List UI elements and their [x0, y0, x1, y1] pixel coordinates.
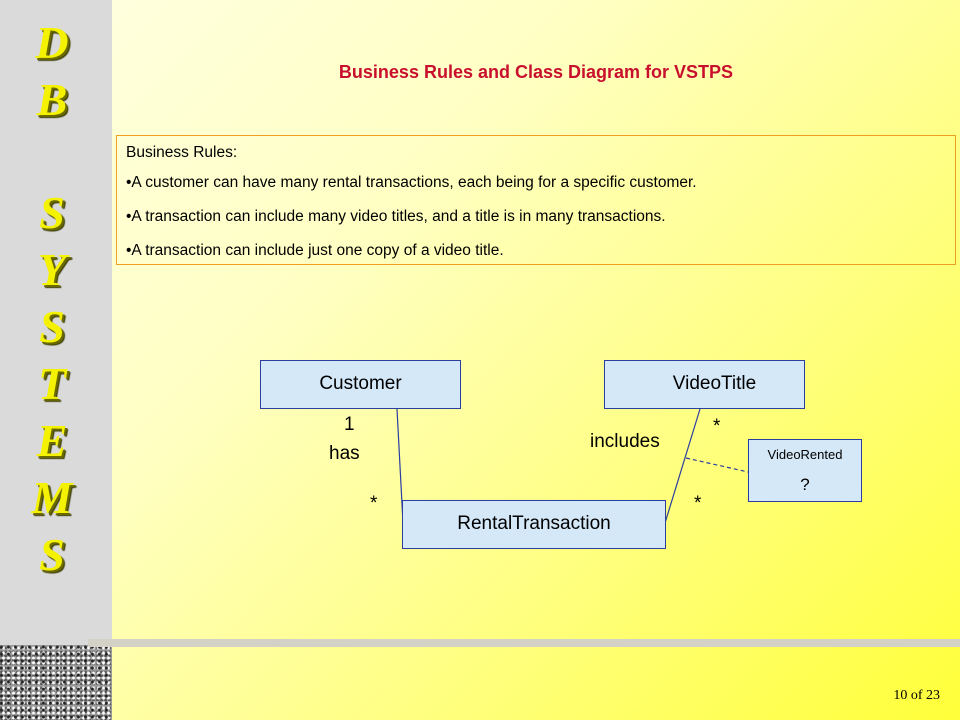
videotitle-multiplicity: * — [713, 416, 721, 437]
page-of-label: of — [910, 688, 923, 703]
business-rule-item: •A transaction can include many video ti… — [126, 208, 666, 225]
logo-letter: S — [39, 529, 65, 580]
association-class-link — [685, 457, 749, 473]
logo-letter: T — [37, 358, 67, 409]
total-pages: 23 — [926, 688, 940, 703]
logo-letter: E — [36, 415, 68, 466]
logo-letter: S — [39, 301, 65, 352]
includes-association-label: includes — [590, 431, 660, 452]
logo-letter: D — [35, 17, 69, 68]
logo-letter: S — [39, 187, 65, 238]
videorented-class-name: VideoRented — [767, 447, 843, 462]
business-rules-box: Business Rules: •A customer can have man… — [116, 135, 956, 265]
has-association-label: has — [329, 443, 360, 464]
logo-letter: M — [31, 472, 73, 523]
transaction-multiplicity-includes: * — [694, 493, 702, 514]
current-page: 10 — [893, 688, 908, 703]
videotitle-class-name: VideoTitle — [672, 373, 757, 394]
business-rule-item: •A transaction can include just one copy… — [126, 242, 504, 259]
videorented-class: VideoRented ? — [748, 439, 862, 502]
rentaltransaction-class-name: RentalTransaction — [457, 513, 611, 534]
db-systems-logo: D B S Y S T E M S — [0, 14, 112, 583]
transaction-multiplicity-has: * — [370, 493, 378, 514]
page-number: 10 of 23 — [893, 688, 940, 704]
videotitle-class: VideoTitle — [604, 360, 805, 409]
customer-class: Customer — [260, 360, 461, 409]
business-rule-item: •A customer can have many rental transac… — [126, 174, 697, 191]
sidebar: D B S Y S T E M S — [0, 0, 112, 720]
videorented-attribute: ? — [800, 475, 810, 494]
includes-association-line — [664, 408, 701, 524]
slide-title: Business Rules and Class Diagram for VST… — [338, 62, 734, 82]
rentaltransaction-class: RentalTransaction — [402, 500, 666, 549]
logo-letter: Y — [37, 244, 67, 295]
logo-letter: B — [36, 74, 68, 125]
granite-texture — [0, 645, 112, 720]
customer-multiplicity: 1 — [344, 414, 355, 435]
footer-divider — [88, 639, 960, 647]
customer-class-name: Customer — [319, 373, 402, 394]
business-rules-heading: Business Rules: — [126, 144, 238, 161]
